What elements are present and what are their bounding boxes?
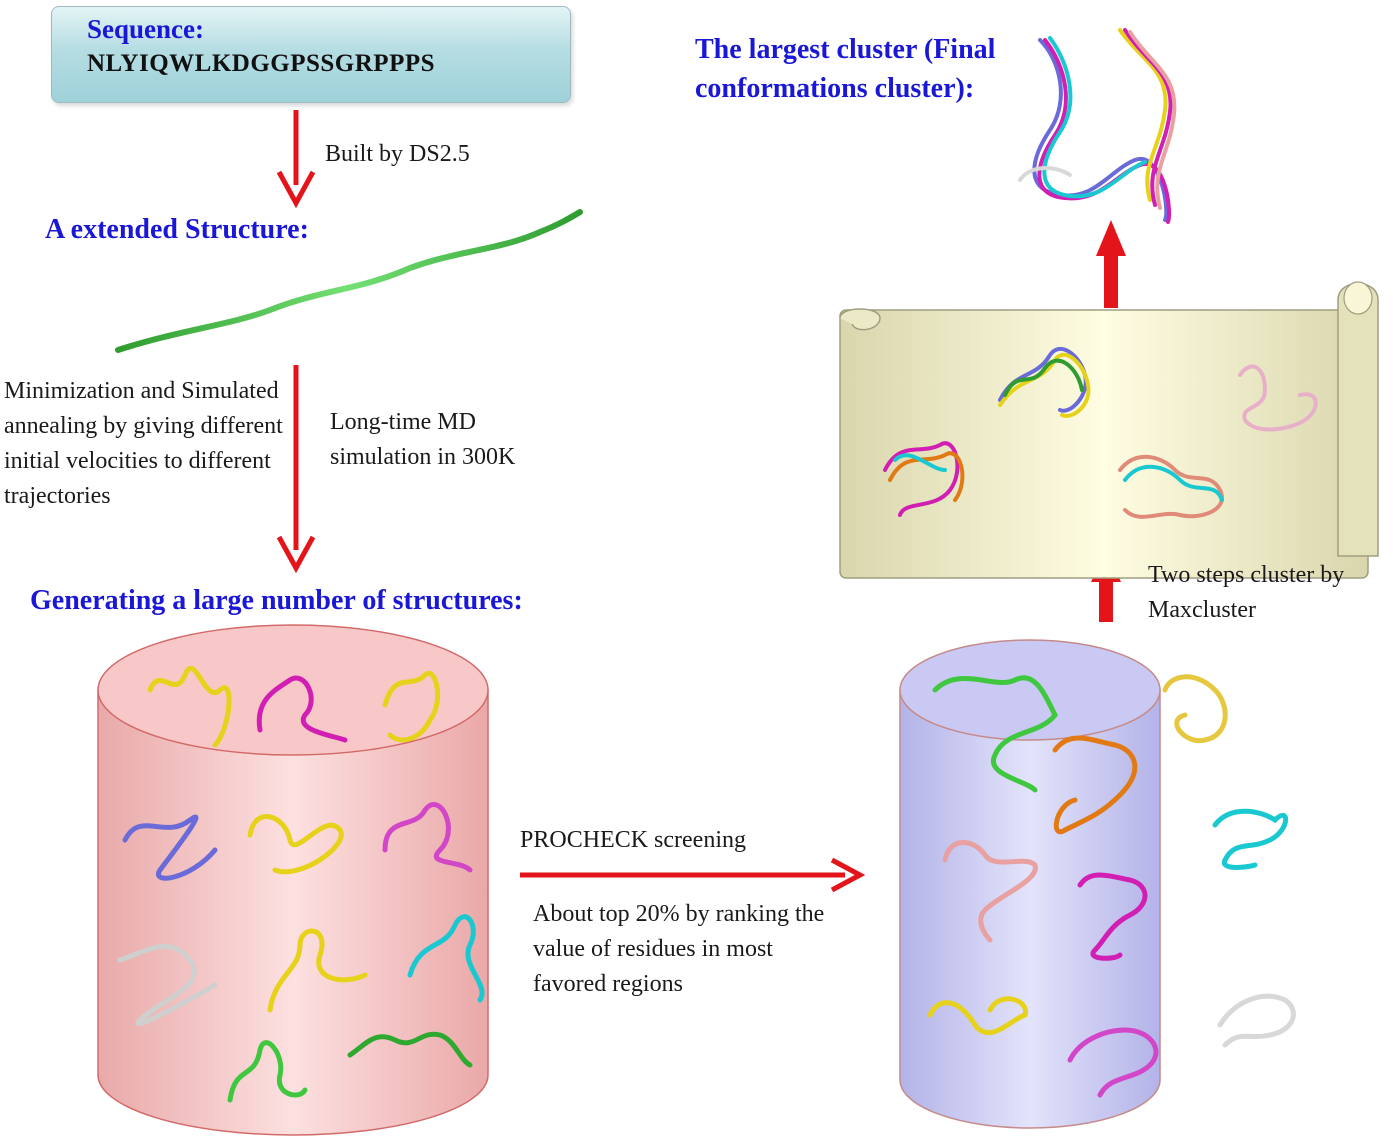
final-cluster bbox=[1018, 28, 1177, 224]
procheck-label: PROCHECK screening bbox=[520, 827, 746, 853]
extended-structure-title: A extended Structure: bbox=[45, 214, 309, 245]
arrow-built bbox=[276, 110, 316, 209]
arrow-md bbox=[276, 365, 316, 574]
about-top-label: About top 20% by ranking the value of re… bbox=[533, 901, 825, 997]
right-structures bbox=[927, 674, 1296, 1098]
long-md-label: Long-time MD simulation in 300K bbox=[330, 409, 516, 470]
arrow-final bbox=[1096, 220, 1126, 308]
sequence-label: Sequence: bbox=[87, 14, 204, 44]
sequence-box bbox=[51, 6, 571, 103]
extended-chain bbox=[115, 209, 583, 353]
left-structures bbox=[117, 665, 485, 1103]
right-cylinder bbox=[899, 639, 1161, 1129]
generating-title: Generating a large number of structures: bbox=[30, 585, 523, 616]
cluster-scroll bbox=[839, 281, 1379, 579]
sequence-value: NLYIQWLKDGGPSSGRPPPS bbox=[87, 50, 436, 77]
left-cylinder bbox=[97, 624, 489, 1136]
two-steps-label: Two steps cluster by Maxcluster bbox=[1148, 562, 1345, 623]
minimization-label: Minimization and Simulated annealing by … bbox=[4, 378, 283, 509]
arrow-procheck bbox=[520, 857, 866, 893]
scroll-clusters bbox=[883, 346, 1318, 519]
largest-cluster-title: The largest cluster (Final conformations… bbox=[695, 34, 996, 104]
built-by-label: Built by DS2.5 bbox=[325, 141, 470, 167]
